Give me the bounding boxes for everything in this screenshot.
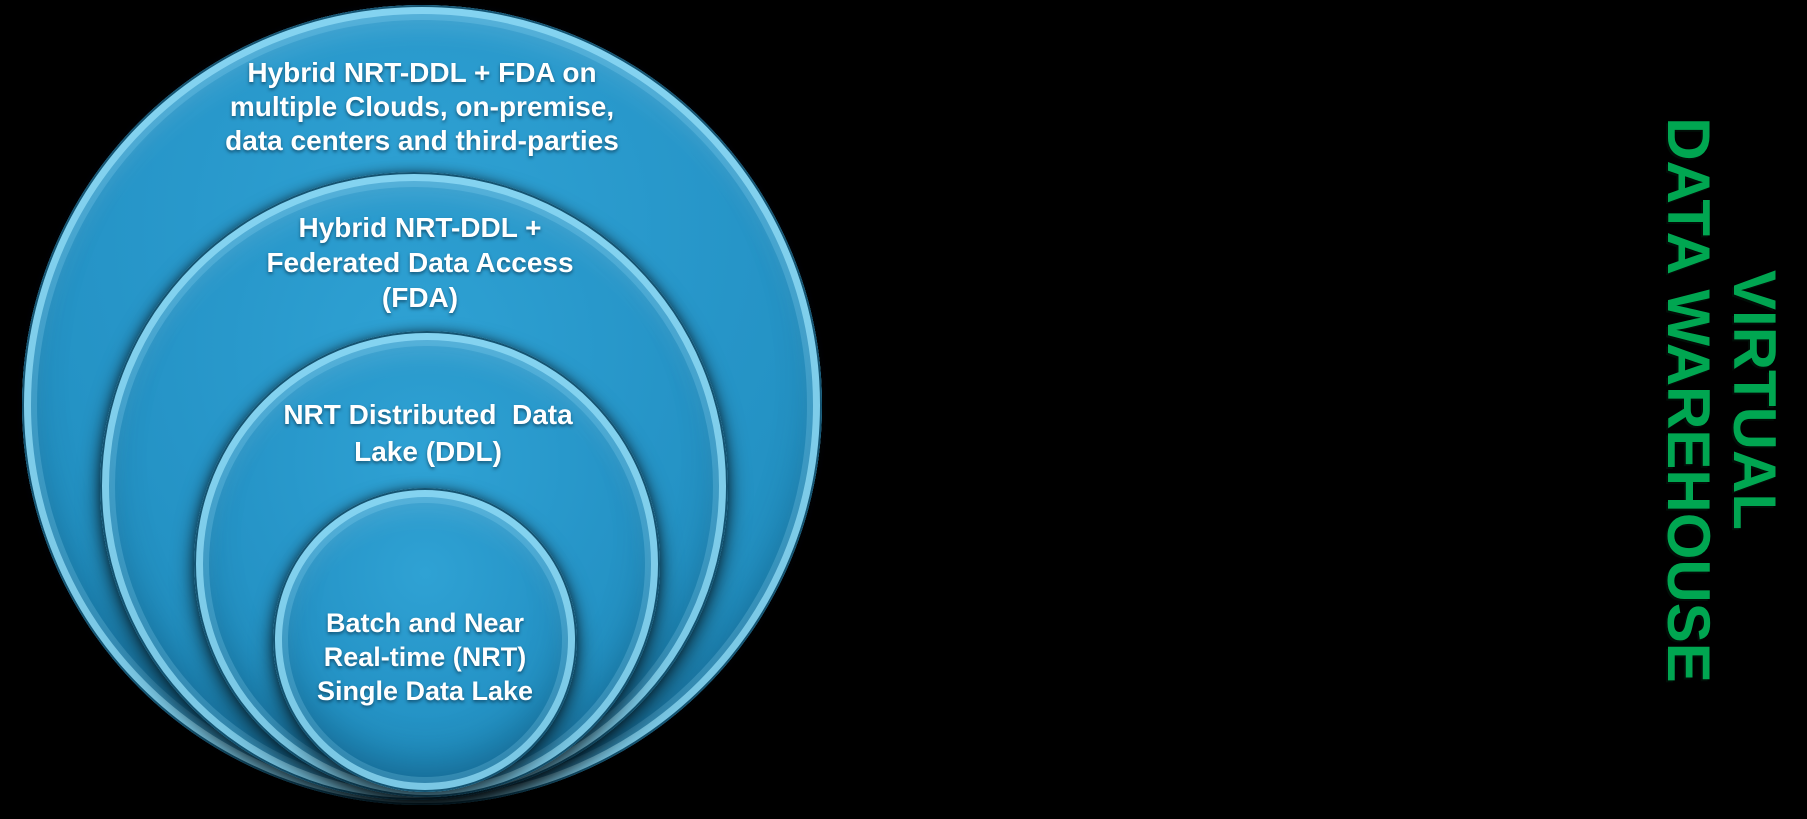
label-line: data centers and third-parties — [225, 125, 619, 156]
label-line: NRT Distributed Data — [283, 399, 573, 430]
label-line: Single Data Lake — [316, 676, 534, 706]
label-line: Lake (DDL) — [354, 436, 502, 467]
label-line: (FDA) — [381, 282, 459, 313]
ring-nrt-ddl-label: NRT Distributed Data Lake (DDL) — [178, 396, 678, 470]
virtual-data-warehouse-label: VIRTUAL DATA WAREHOUSE — [1655, 50, 1788, 750]
ring-single-data-lake-label: Batch and Near Real-time (NRT) Single Da… — [275, 606, 575, 708]
label-line: Federated Data Access — [266, 247, 574, 278]
side-label-line: DATA WAREHOUSE — [1655, 117, 1722, 683]
label-line: Hybrid NRT-DDL + — [298, 212, 542, 243]
label-line: Real-time (NRT) — [323, 642, 527, 672]
ring-single-data-lake — [273, 488, 577, 792]
side-label-line: VIRTUAL — [1721, 270, 1788, 530]
label-line: Batch and Near — [325, 608, 525, 638]
label-line: multiple Clouds, on-premise, — [229, 91, 615, 122]
ring-hybrid-fda-label: Hybrid NRT-DDL + Federated Data Access (… — [170, 210, 670, 315]
ring-hybrid-multicloud-label: Hybrid NRT-DDL + FDA on multiple Clouds,… — [112, 56, 732, 158]
label-line: Hybrid NRT-DDL + FDA on — [247, 57, 597, 88]
